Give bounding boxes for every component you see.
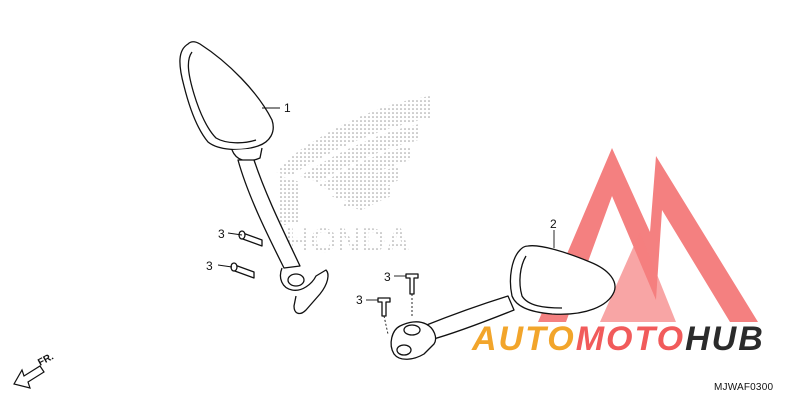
front-label: FR.: [36, 351, 56, 368]
front-arrow-icon: [13, 365, 45, 389]
svg-text:AUTOMOTOHUB: AUTOMOTOHUB: [471, 320, 765, 358]
callout-part-1: 1: [284, 101, 291, 115]
watermark-triangle-mark: [538, 148, 758, 322]
callout-bolt-b: 3: [206, 259, 213, 273]
callout-bolt-d: 3: [356, 293, 363, 307]
honda-wordmark: HONDA: [286, 222, 411, 260]
automotohub-watermark: AUTOMOTOHUB: [471, 320, 765, 358]
leader-lines: [217, 107, 555, 335]
callout-bolt-c: 3: [384, 270, 391, 284]
watermark-moto: MOTO: [576, 320, 685, 358]
callout-bolt-a: 3: [218, 227, 225, 241]
honda-wing-logo: HONDA: [276, 96, 432, 260]
front-direction-indicator: FR.: [13, 351, 56, 389]
callout-part-2: 2: [550, 217, 557, 231]
watermark-hub: HUB: [685, 320, 765, 358]
watermark-auto: AUTO: [471, 320, 576, 358]
right-mirror-assembly: [377, 245, 616, 360]
diagram-code: MJWAF0300: [714, 382, 773, 393]
